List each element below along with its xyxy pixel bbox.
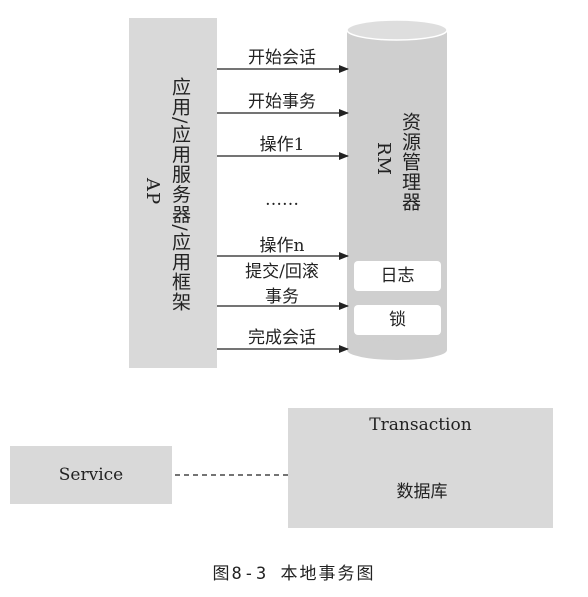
msg-commit-line1: 提交/回滚 [245,262,319,282]
msg-operation-n: 操作n [259,236,305,256]
msg-ellipsis: …… [265,190,299,210]
rm-log-box: 日志 [354,261,441,291]
rm-lock-box: 锁 [354,305,441,335]
msg-start-session: 开始会话 [248,48,316,68]
msg-start-transaction: 开始事务 [248,92,316,112]
transaction-label: Transaction [369,415,472,435]
msg-commit-line2: 事务 [265,287,299,307]
ap-code-label: AP [142,178,163,206]
rm-code-label: RM [373,142,394,176]
rm-vertical-label: 资源管理器 [399,112,421,212]
rm-cylinder [346,19,448,360]
transaction-box [288,408,553,528]
msg-end-session: 完成会话 [248,328,316,348]
figure-caption: 图8-3 本地事务图 [212,564,376,584]
msg-operation-1: 操作1 [259,135,305,155]
service-box: Service [10,446,172,504]
ap-vertical-label: 应用/应用服务器/应用框架 [169,77,191,312]
database-label: 数据库 [396,482,448,502]
ap-box [129,18,217,368]
